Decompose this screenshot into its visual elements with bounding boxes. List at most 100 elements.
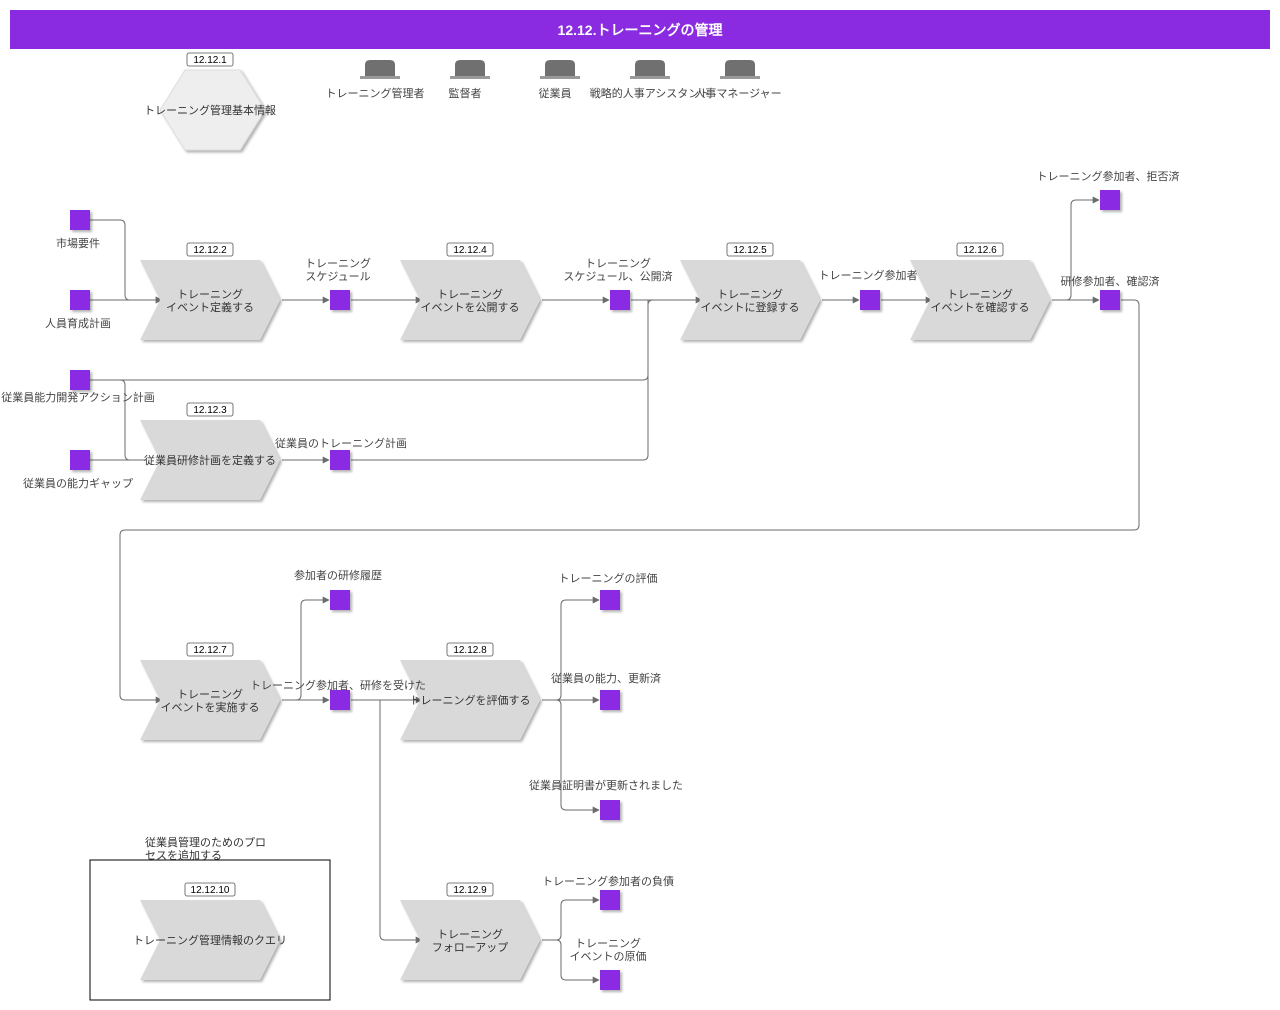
object-square bbox=[330, 290, 350, 310]
process-id-box bbox=[446, 882, 494, 897]
object-certificate-updated[interactable]: 従業員証明書が更新されました bbox=[529, 778, 683, 820]
page-title: 12.12.トレーニングの管理 bbox=[558, 22, 723, 38]
connector bbox=[351, 300, 649, 461]
process-12-12-3[interactable]: 12.12.3 従業員研修計画を定義する bbox=[140, 402, 280, 500]
object-label: 研修参加者、確認済 bbox=[1061, 274, 1160, 288]
object-label: 参加者の研修履歴 bbox=[294, 568, 382, 582]
role-icon bbox=[635, 60, 665, 76]
hexagon-label: トレーニング管理基本情報 bbox=[144, 103, 276, 117]
role-icon-base bbox=[540, 76, 580, 79]
object-participant-training-history[interactable]: 参加者の研修履歴 bbox=[294, 568, 382, 610]
connector bbox=[542, 596, 600, 701]
object-market-requirements[interactable]: 市場要件 bbox=[56, 210, 100, 250]
hexagon-shape bbox=[159, 69, 266, 151]
object-workforce-plan[interactable]: 人員育成計画 bbox=[45, 290, 111, 330]
object-square bbox=[70, 290, 90, 310]
process-shape bbox=[140, 420, 280, 500]
connector bbox=[542, 896, 600, 941]
object-participant-confirmed[interactable]: 研修参加者、確認済 bbox=[1061, 274, 1160, 310]
process-id-box bbox=[186, 642, 234, 657]
title-bar-background bbox=[10, 10, 1270, 49]
object-square bbox=[70, 370, 90, 390]
object-participant-trained[interactable]: トレーニング参加者、研修を受けた bbox=[250, 678, 426, 710]
note-line: 従業員管理のためのプロ bbox=[145, 835, 266, 849]
role-icon bbox=[455, 60, 485, 76]
role-hr-manager[interactable]: 人事マネージャー bbox=[694, 60, 782, 100]
object-participant-rejected[interactable]: トレーニング参加者、拒否済 bbox=[1037, 169, 1180, 210]
process-label-line: 従業員研修計画を定義する bbox=[144, 453, 276, 467]
object-square bbox=[330, 590, 350, 610]
process-id: 12.12.7 bbox=[193, 645, 227, 656]
process-label-line: トレーニング管理情報のクエリ bbox=[133, 933, 287, 947]
role-label: 人事マネージャー bbox=[694, 87, 781, 100]
role-icon bbox=[725, 60, 755, 76]
process-label-line: トレーニングを評価する bbox=[410, 693, 531, 707]
process-id-box bbox=[726, 242, 774, 257]
process-12-12-9[interactable]: 12.12.9 トレーニング フォローアップ bbox=[400, 882, 540, 980]
hexagon-id-box bbox=[186, 52, 234, 67]
process-12-12-7[interactable]: 12.12.7 トレーニング イベントを実施する bbox=[140, 642, 280, 740]
role-icon bbox=[365, 60, 395, 76]
object-square bbox=[600, 690, 620, 710]
process-12-12-8[interactable]: 12.12.8 トレーニングを評価する bbox=[400, 642, 540, 740]
connector bbox=[542, 699, 600, 814]
process-id: 12.12.3 bbox=[193, 405, 227, 416]
process-12-12-2[interactable]: 12.12.2 トレーニング イベント定義する bbox=[140, 242, 280, 340]
object-training-event-cost[interactable]: トレーニング イベントの原価 bbox=[570, 936, 647, 990]
object-square bbox=[70, 210, 90, 230]
process-12-12-10[interactable]: 12.12.10 トレーニング管理情報のクエリ bbox=[133, 882, 287, 980]
role-supervisor[interactable]: 監督者 bbox=[449, 60, 491, 100]
role-label: 戦略的人事アシスタント bbox=[590, 86, 711, 100]
role-icon-base bbox=[360, 76, 400, 79]
process-id-box bbox=[186, 242, 234, 257]
object-label: 従業員のトレーニング計画 bbox=[275, 436, 407, 450]
process-shape bbox=[400, 900, 540, 980]
object-development-action-plan[interactable]: 従業員能力開発アクション計画 bbox=[1, 370, 155, 404]
process-group-box: 従業員管理のためのプロ セスを追加する bbox=[89, 835, 331, 1001]
processes: 12.12.2 トレーニング イベント定義する 12.12.3 従業員研修計画を… bbox=[133, 242, 1050, 980]
process-label-line: トレーニング bbox=[947, 287, 1013, 301]
object-employee-training-plan[interactable]: 従業員のトレーニング計画 bbox=[275, 436, 407, 470]
process-12-12-6[interactable]: 12.12.6 トレーニング イベントを確認する bbox=[910, 242, 1050, 340]
process-label-line: トレーニング bbox=[177, 287, 243, 301]
role-icon-base bbox=[450, 76, 490, 79]
role-employee[interactable]: 従業員 bbox=[539, 60, 581, 100]
process-12-12-5[interactable]: 12.12.5 トレーニング イベントに登録する bbox=[680, 242, 820, 340]
connector bbox=[119, 299, 1140, 704]
object-training-schedule[interactable]: トレーニング スケジュール bbox=[305, 256, 371, 310]
connector bbox=[379, 700, 423, 944]
process-label-line: イベントを確認する bbox=[931, 300, 1030, 314]
object-label: 従業員証明書が更新されました bbox=[529, 778, 683, 792]
role-strategic-hr-assistant[interactable]: 戦略的人事アシスタント bbox=[590, 60, 711, 100]
object-square bbox=[330, 450, 350, 470]
object-square bbox=[600, 970, 620, 990]
object-label: 従業員の能力ギャップ bbox=[23, 476, 133, 490]
role-training-admin[interactable]: トレーニング管理者 bbox=[326, 60, 425, 100]
object-training-evaluation[interactable]: トレーニングの評価 bbox=[559, 571, 658, 610]
object-competency-gap[interactable]: 従業員の能力ギャップ bbox=[23, 450, 133, 490]
object-label: 従業員能力開発アクション計画 bbox=[1, 390, 154, 404]
object-square bbox=[860, 290, 880, 310]
object-label: 人員育成計画 bbox=[45, 316, 111, 330]
process-id: 12.12.8 bbox=[453, 645, 487, 656]
object-label: トレーニング bbox=[585, 256, 651, 270]
object-label: トレーニング参加者 bbox=[819, 268, 918, 282]
role-label: 監督者 bbox=[449, 86, 482, 100]
process-id-box bbox=[186, 402, 234, 417]
master-data-hexagon[interactable]: 12.12.1 トレーニング管理基本情報 bbox=[144, 52, 276, 151]
process-id-box bbox=[184, 882, 236, 897]
role-label: トレーニング管理者 bbox=[326, 86, 425, 100]
process-shape bbox=[400, 660, 540, 740]
hexagon-id: 12.12.1 bbox=[193, 55, 227, 66]
object-competency-updated[interactable]: 従業員の能力、更新済 bbox=[551, 671, 661, 710]
object-label: トレーニング bbox=[305, 256, 371, 270]
object-label: イベントの原価 bbox=[570, 950, 647, 963]
object-square bbox=[600, 590, 620, 610]
process-12-12-4[interactable]: 12.12.4 トレーニング イベントを公開する bbox=[400, 242, 540, 340]
object-training-participant[interactable]: トレーニング参加者 bbox=[819, 268, 918, 310]
object-participant-liability[interactable]: トレーニング参加者の負債 bbox=[542, 874, 674, 910]
role-label: 従業員 bbox=[539, 87, 572, 100]
process-label-line: イベントを公開する bbox=[421, 301, 520, 314]
object-schedule-published[interactable]: トレーニング スケジュール、公開済 bbox=[563, 256, 673, 310]
object-label: トレーニングの評価 bbox=[559, 571, 658, 585]
